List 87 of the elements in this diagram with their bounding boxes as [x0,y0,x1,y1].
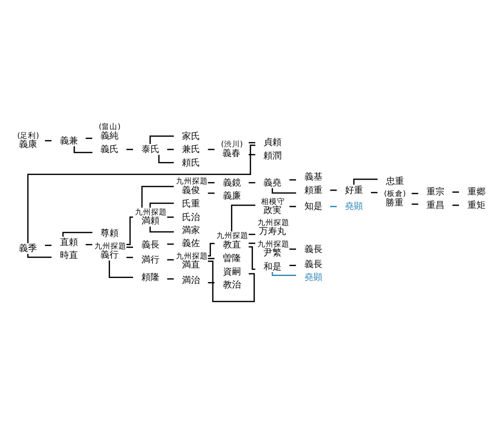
node-text: 尹繁 [264,248,282,258]
node-text: 泰氏 [141,144,160,155]
node-text: 義鏡 [222,178,241,188]
node-text: 直頼 [60,237,78,248]
node-text: 堯顕 [304,272,322,282]
node-text: 義長 [304,259,322,270]
node-text: 頼氏 [182,158,200,168]
connector [208,282,215,283]
connector [231,204,256,231]
node-text: 和是 [264,262,282,272]
node-text: 義堯 [264,178,282,188]
node-text: 氏重 [182,199,200,210]
connector [150,226,174,232]
node-text: 堯顕 [345,202,364,212]
connector [272,272,296,276]
node-text: 尊頼 [100,228,119,239]
connector [412,203,418,204]
connector [27,253,52,258]
node-text: 重宗 [426,187,445,198]
node-text: 義俊 [182,185,200,196]
connector [167,243,174,244]
node-text: 家氏 [182,131,200,142]
node-text: 義兼 [60,136,78,146]
node-text: 満直 [182,260,200,270]
node-text: 義基 [304,172,322,182]
node-text: 重郷 [467,187,486,198]
node-text: 教直 [222,240,241,250]
node-text: 時直 [60,250,78,261]
connector [44,140,52,141]
node-text: 義季 [19,244,38,254]
node-text: 教治 [222,280,241,290]
node-text: 満家 [182,225,200,236]
node-text: 重昌 [426,200,445,210]
connector [452,204,460,206]
connector [289,178,296,180]
connector [167,216,174,218]
node-text: 好重 [345,185,364,196]
connector [126,216,134,245]
node-text: 頼重 [304,185,322,196]
node-text: 義佐 [182,238,200,249]
connector [158,154,174,163]
node-text: 万寿丸 [259,226,286,237]
connector [289,248,296,250]
node-text: 資嗣 [222,266,241,277]
connector [248,142,256,143]
node-text: 兼氏 [182,144,200,155]
connector [150,135,174,144]
node-text: 満治 [182,276,200,286]
node-text: 貞頼 [264,138,282,148]
connector [208,192,215,194]
connector [86,137,92,138]
connector [62,231,92,236]
connector [248,246,256,270]
connector [248,182,256,183]
connector [248,154,256,155]
connector [126,246,134,248]
node-text: 満頼 [141,216,160,226]
node-text: 氏治 [182,212,200,222]
connector [208,182,215,183]
connector [150,202,174,208]
connector [208,260,255,302]
node-text: 頼隆 [141,272,160,282]
node-text: 義長 [304,244,322,254]
node-text: 頼潤 [264,150,282,161]
node-text: 義廉 [222,190,241,201]
connector [74,146,92,153]
connector [353,178,378,184]
node-text: 義春 [222,148,241,158]
connector [108,260,134,278]
node-text: 満行 [141,254,160,265]
node-text: 曽隆 [222,254,241,264]
node-text: 政実 [264,205,282,216]
node-text: 知是 [304,202,322,212]
connector [141,185,174,208]
connector [208,242,215,256]
connector [272,188,296,194]
connector [330,189,337,190]
node-text: 勝重 [386,198,404,208]
node-text: 義康 [18,140,37,150]
node-text: 義行 [100,250,119,260]
connector [248,242,256,244]
node-text: 重矩 [467,200,486,210]
node-text: 義氏 [100,144,119,155]
connector [167,258,174,260]
node-text: 義長 [141,240,160,250]
node-text: 忠重 [386,176,404,187]
node-text: 義純 [100,130,118,141]
